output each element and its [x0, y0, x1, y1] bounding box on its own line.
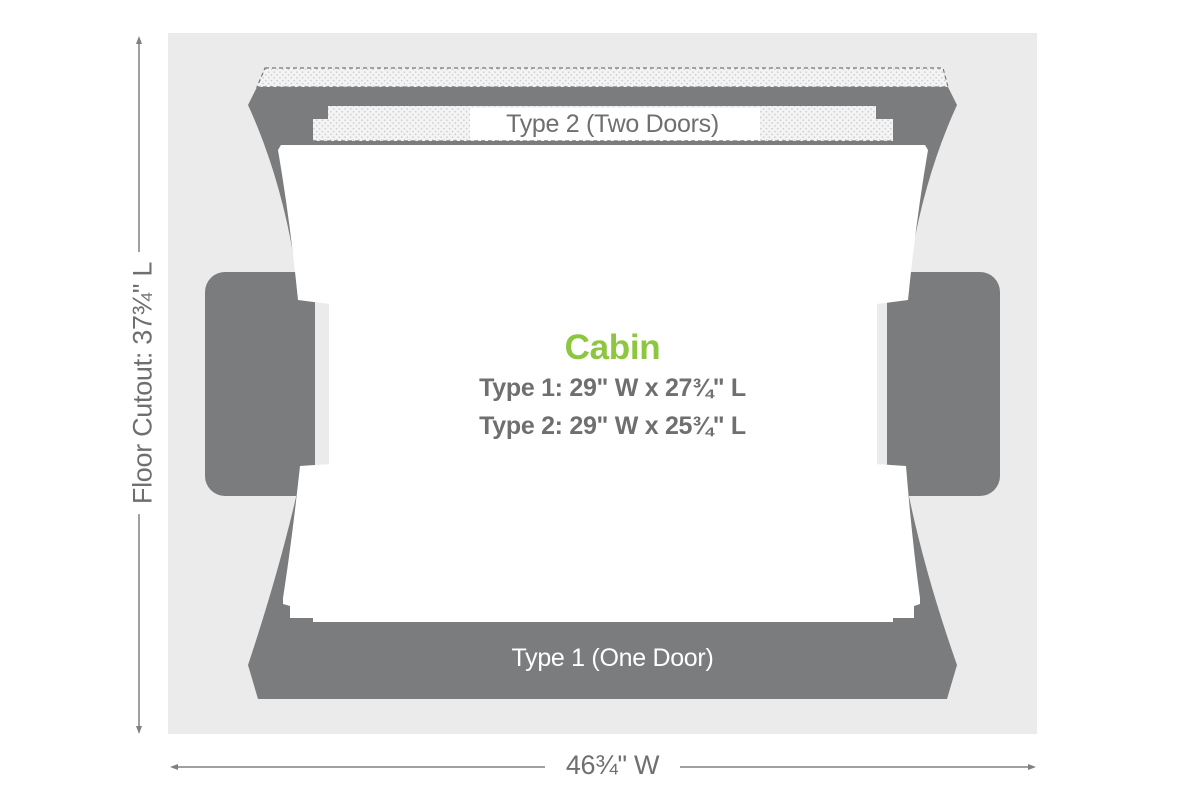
type2-outer-hatch [256, 67, 949, 88]
type2-label-bg [470, 108, 760, 140]
length-dimension-label: Floor Cutout: 37¾" L [127, 251, 159, 515]
right-side-pod [887, 272, 1000, 496]
length-arrow-top-icon [136, 36, 142, 44]
cabin-title: Cabin [564, 328, 661, 367]
width-arrow-left-icon [170, 764, 178, 770]
left-side-pod [205, 272, 315, 496]
type1-door-label: Type 1 (One Door) [511, 644, 714, 672]
cabin-type1-dimensions: Type 1: 29" W x 27¾" L [479, 374, 746, 402]
length-arrow-bottom-icon [136, 726, 142, 734]
width-dimension-label: 46¾" W [545, 750, 680, 781]
cabin-type2-dimensions: Type 2: 29" W x 25¾" L [479, 412, 746, 440]
width-arrow-right-icon [1028, 764, 1036, 770]
type2-door-label: Type 2 (Two Doors) [506, 110, 719, 138]
cabin-interior [278, 145, 928, 622]
